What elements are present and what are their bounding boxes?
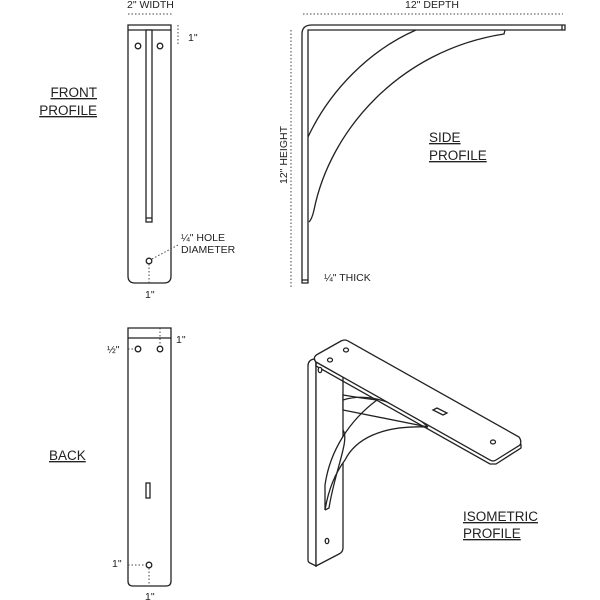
iso-hole-1 — [326, 357, 334, 363]
iso-hole-2 — [342, 347, 350, 353]
isometric-title-line1: ISOMETRIC — [463, 509, 538, 524]
side-inner-arc — [307, 29, 417, 138]
front-profile-title-line1: FRONT — [51, 85, 98, 100]
isometric-title-line2: PROFILE — [463, 526, 521, 541]
iso-hole-5 — [324, 537, 330, 545]
back-hole-label: 1" — [112, 558, 122, 570]
iso-slot — [431, 407, 449, 416]
front-hole-right — [156, 42, 164, 50]
top-offset-label: 1" — [188, 32, 198, 44]
front-hole-bottom — [145, 257, 153, 265]
iso-top-plate-thickness — [315, 362, 522, 465]
hole-label-line2: DIAMETER — [181, 244, 236, 256]
back-hole-right — [156, 345, 164, 353]
back-half-label: ½" — [107, 344, 120, 356]
front-slot — [145, 29, 153, 223]
iso-hole-3 — [317, 366, 323, 374]
front-bottom-label: 1" — [145, 289, 155, 301]
side-profile-view: 12" DEPTH 12" HEIGHT ¼" THICK SIDE PROFI… — [278, 0, 566, 287]
iso-hole-4 — [489, 439, 497, 445]
back-slot — [145, 482, 151, 499]
back-view: ½" 1" 1" 1" BACK — [49, 327, 186, 600]
back-bottom-label: 1" — [145, 591, 155, 600]
isometric-view: ISOMETRIC PROFILE — [307, 339, 538, 568]
side-bracket-outline — [301, 24, 566, 284]
side-profile-title-line2: PROFILE — [429, 148, 487, 163]
front-hole-left — [134, 42, 142, 50]
side-outer-arc — [308, 29, 506, 223]
back-top-label: 1" — [176, 334, 186, 346]
height-label: 12" HEIGHT — [278, 125, 290, 184]
back-hole-bottom — [145, 561, 153, 569]
back-hole-left — [134, 345, 142, 353]
front-profile-title-line2: PROFILE — [39, 103, 97, 118]
width-label: 2" WIDTH — [127, 0, 174, 11]
back-title: BACK — [49, 448, 86, 463]
iso-gusset-inner — [324, 429, 346, 511]
depth-label: 12" DEPTH — [405, 0, 459, 11]
hole-leader-line — [151, 244, 179, 260]
iso-top-plate — [313, 339, 522, 462]
front-profile-view: 2" WIDTH 1" ¼" HOLE DIAMETER 1" FRONT PR… — [39, 0, 235, 301]
iso-plate-edge — [307, 358, 317, 568]
thickness-label: ¼" THICK — [324, 272, 371, 284]
back-plate — [127, 327, 172, 587]
hole-label-line1: ¼" HOLE — [181, 232, 225, 244]
side-profile-title-line1: SIDE — [429, 130, 461, 145]
